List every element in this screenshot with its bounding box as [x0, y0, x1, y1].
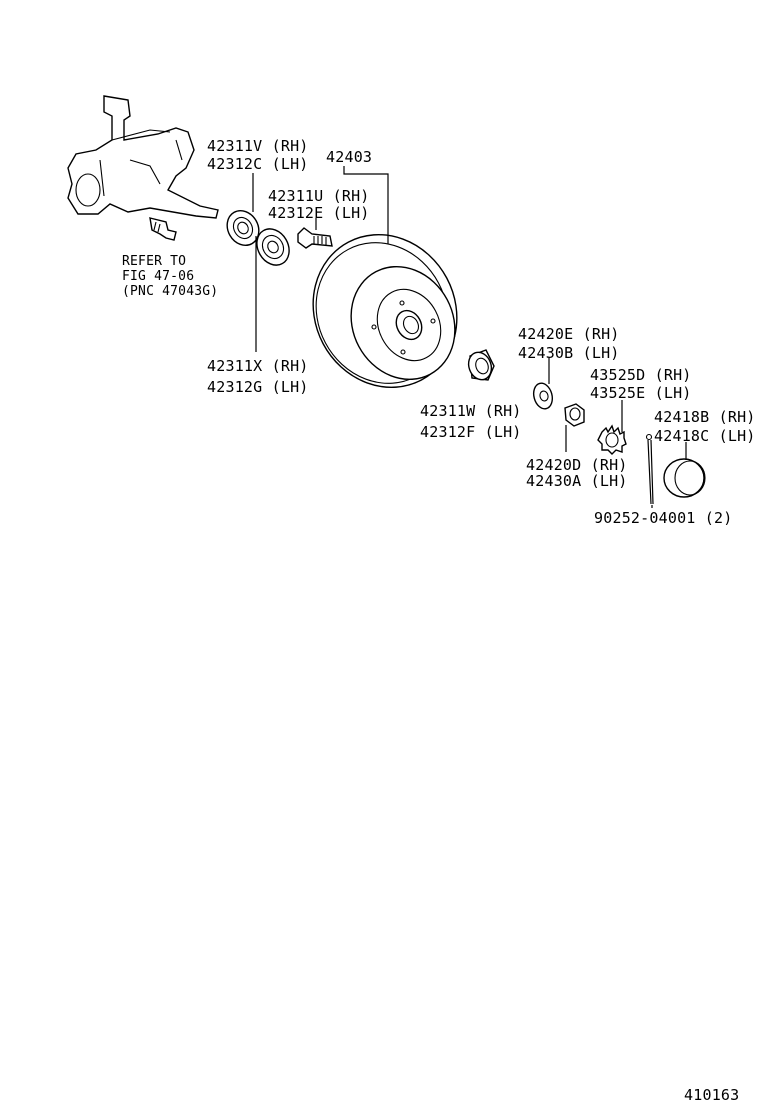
label-refer-2: FIG 47-06 [122, 269, 195, 284]
label-lock-cap-rh: 43525D (RH) [590, 366, 692, 384]
label-hub-cap-rh: 42418B (RH) [654, 408, 756, 426]
bearing-outer-part [226, 210, 260, 246]
label-bearing-outer-rh: 42311V (RH) [207, 137, 309, 155]
label-hub-cap-lh: 42418C (LH) [654, 427, 756, 445]
label-washer-lh: 42430B (LH) [518, 344, 620, 362]
brake-drum-part [312, 233, 458, 389]
figure-number: 410163 [684, 1086, 740, 1104]
bearing-inner-part [256, 228, 290, 266]
washer-part [532, 382, 554, 410]
label-refer-1: REFER TO [122, 254, 187, 269]
label-bolt-rh: 42311U (RH) [268, 187, 370, 205]
label-outer-bearing-rh: 42311W (RH) [420, 402, 522, 420]
label-outer-bearing-lh: 42312F (LH) [420, 423, 522, 441]
steering-knuckle [67, 95, 219, 219]
hub-bolt-part [297, 227, 333, 249]
label-cotter-pin: 90252-04001 (2) [594, 509, 733, 527]
label-bolt-lh: 42312E (LH) [268, 204, 370, 222]
label-lock-cap-lh: 43525E (LH) [590, 384, 692, 402]
leader-lines [252, 166, 687, 508]
label-bearing-outer-lh: 42312C (LH) [207, 155, 309, 173]
outer-bearing-part [467, 349, 495, 381]
label-nut-lh: 42430A (LH) [526, 472, 628, 490]
label-bearing-inner-rh: 42311X (RH) [207, 357, 309, 375]
lock-cap-part [597, 424, 627, 455]
label-drum: 42403 [326, 148, 373, 166]
label-nut-rh: 42420D (RH) [526, 456, 628, 474]
label-bearing-inner-lh: 42312G (LH) [207, 378, 309, 396]
nut-part [564, 403, 585, 427]
cotter-pin-part [645, 433, 654, 505]
hub-cap-part [663, 458, 706, 498]
label-refer-3: (PNC 47043G) [122, 284, 219, 299]
label-washer-rh: 42420E (RH) [518, 325, 620, 343]
knuckle-bolt [149, 217, 177, 241]
